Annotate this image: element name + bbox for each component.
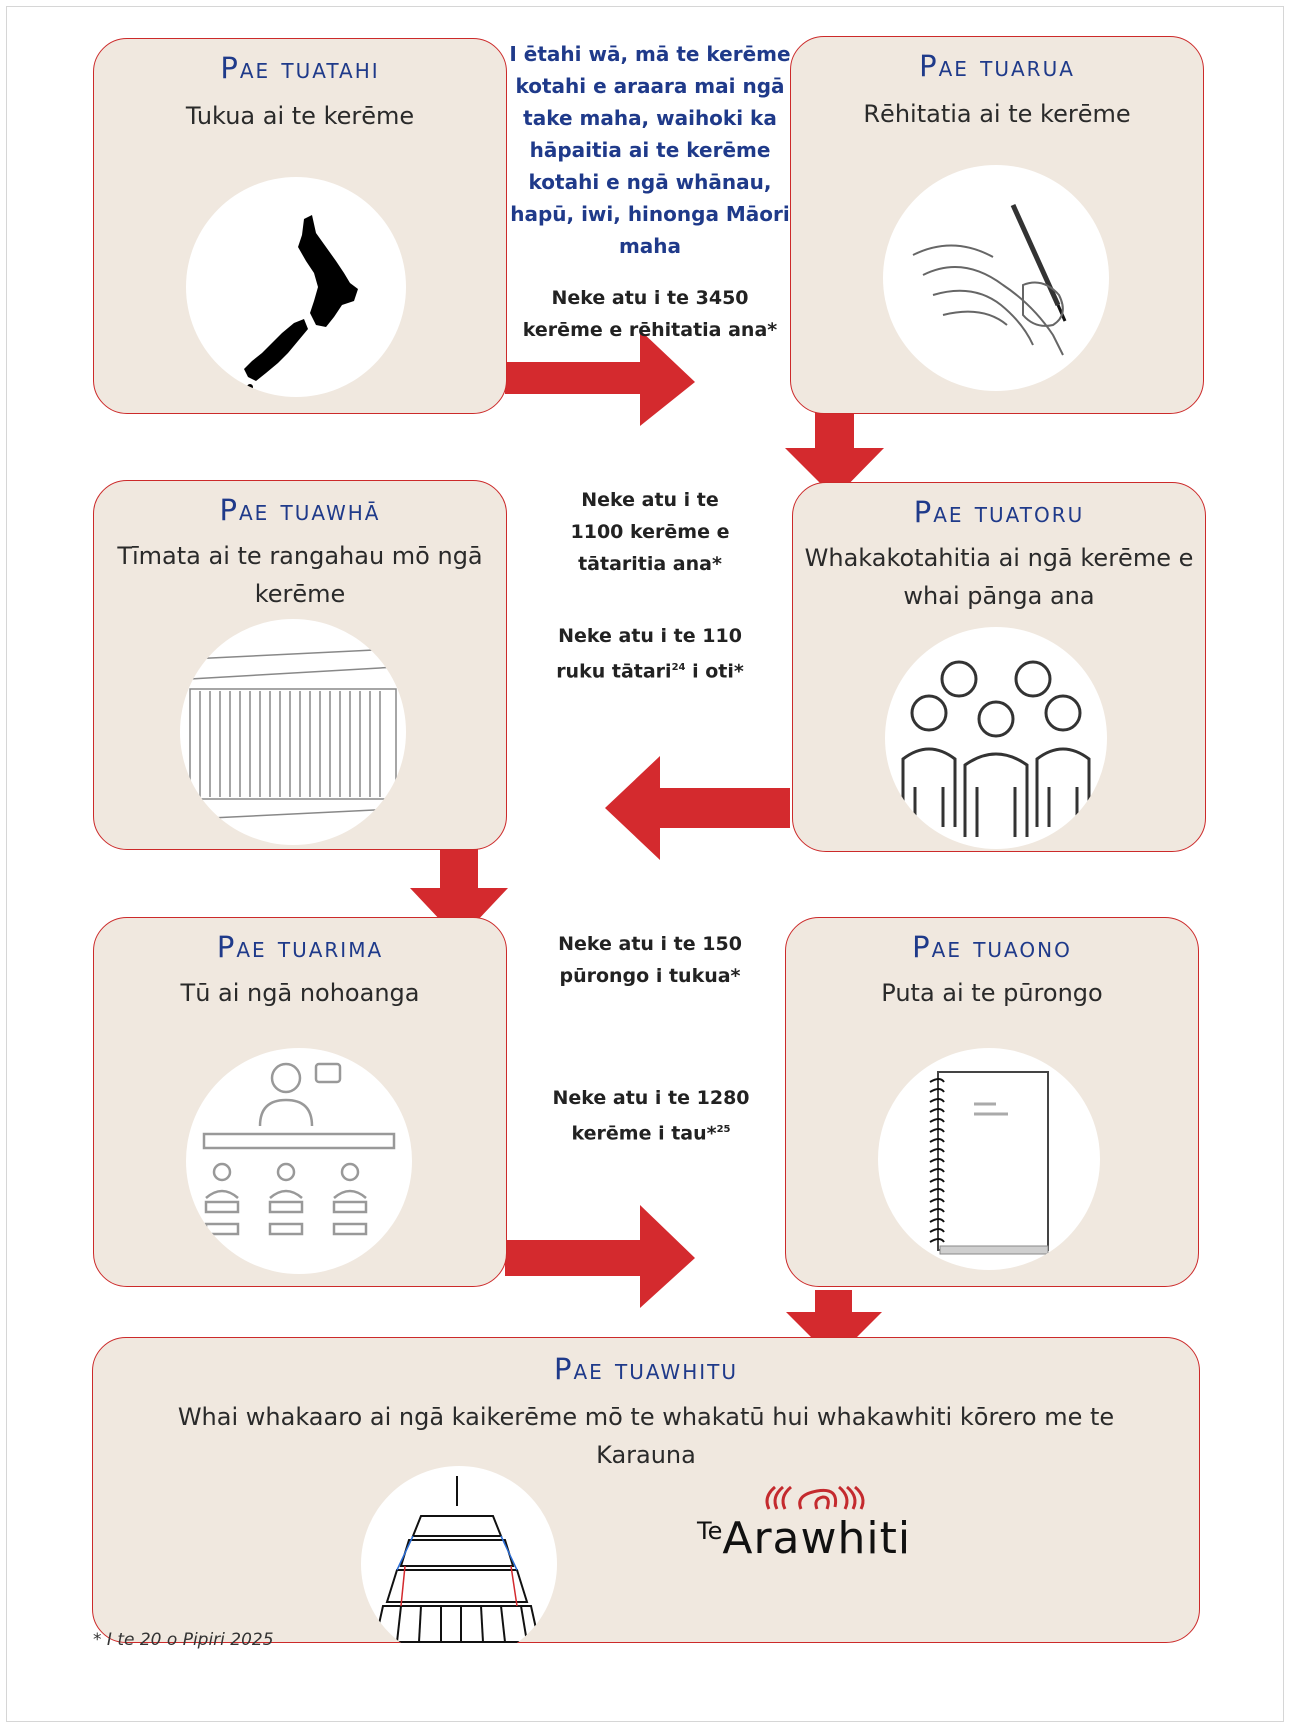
stage-6-desc: Puta ai te pūrongo [881,979,1103,1007]
stat-reports: Neke atu i te 150 pūrongo i tukua* [558,933,742,987]
stat-registered: Neke atu i te 3450 kerēme e rēhitatia an… [522,287,778,341]
logo-wave-icon [765,1485,865,1510]
stage-2-title: Pae tuarua [919,49,1075,83]
stage-6-box: Pae tuaono Puta ai te pūrongo [785,917,1199,1287]
arrow-down-3 [786,1290,882,1360]
hearing-icon [186,1048,412,1274]
stage-4-title: Pae tuawhā [219,493,381,527]
multi-claim-note: I ētahi wā, mā te kerēme kotahi e araara… [509,42,791,258]
stage-3-desc: Whakakotahitia ai ngā kerēme e whai pāng… [804,544,1194,610]
stage-7-box: Pae tuawhitu Whai whakaaro ai ngā kaiker… [92,1337,1200,1662]
stage-2-desc: Rēhitatia ai te kerēme [863,100,1131,128]
stage-7-title: Pae tuawhitu [553,1352,739,1386]
beehive-building-icon [361,1466,557,1662]
stage-1-box: Pae tuatahi Tukua ai te kerēme [93,38,507,414]
archive-shelves-icon [180,619,406,845]
arrow-down-1 [785,412,884,498]
stage-4-box: Pae tuawhā Tīmata ai te rangahau mō ngā … [93,480,507,850]
logo-text: TeArawhiti [697,1513,912,1564]
stage-5-box: Pae tuarima Tū ai ngā nohoanga [93,917,507,1287]
stage-5-desc: Tū ai ngā nohoanga [180,979,420,1007]
arrow-down-2 [410,848,508,940]
stage-1-desc: Tukua ai te kerēme [185,102,415,130]
page-frame [6,6,1284,1722]
stage-3-box: Pae tuatoru Whakakotahitia ai ngā kerēme… [792,482,1206,852]
nz-map-icon [186,177,406,397]
writing-hand-icon [883,165,1109,391]
stage-7-desc: Whai whakaaro ai ngā kaikerēme mō te wha… [177,1403,1115,1469]
stage-3-title: Pae tuatoru [913,495,1085,529]
stage-6-title: Pae tuaono [912,930,1072,964]
stage-1-title: Pae tuatahi [220,51,380,85]
te-arawhiti-logo: TeArawhiti [695,1483,955,1579]
stat-analysed: Neke atu i te 1100 kerēme e tātaritia an… [570,489,730,575]
arrow-right-2 [505,1205,695,1308]
stat-inquiries: Neke atu i te 110 ruku tātari24 i oti* [556,625,744,683]
report-notebook-icon [878,1048,1100,1270]
people-group-icon [885,627,1107,849]
arrow-left-1 [605,756,790,860]
stat-settled: Neke atu i te 1280 kerēme i tau*25 [552,1087,750,1145]
footnote: * I te 20 o Pipiri 2025 [93,1630,274,1650]
stage-5-title: Pae tuarima [216,930,384,964]
arrow-right-1 [505,330,695,426]
stage-2-box: Pae tuarua Rēhitatia ai te kerēme [790,36,1204,414]
stage-4-desc: Tīmata ai te rangahau mō ngā kerēme [117,542,483,608]
